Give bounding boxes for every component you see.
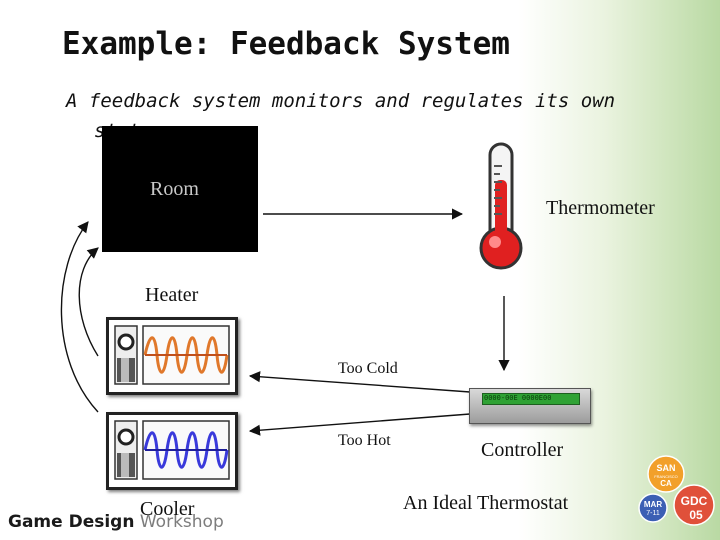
cooler-unit <box>106 412 238 490</box>
controller-screen <box>482 393 580 405</box>
room-label: Room <box>150 178 199 200</box>
badge-year: 05 <box>689 508 703 522</box>
badge-city-line3: CA <box>660 479 672 488</box>
arrow-controller-to-cooler <box>248 413 471 436</box>
footer-game-design: Game Design <box>8 512 135 532</box>
gdc-badge-icon: SAN FRANCISCO CA MAR 7-11 GDC 05 <box>638 455 715 526</box>
too-hot-label: Too Hot <box>338 432 391 449</box>
diagram-caption: An Ideal Thermostat <box>403 492 569 514</box>
cooler-icon <box>114 420 230 480</box>
arrow-controller-to-heater <box>248 371 471 393</box>
heater-label: Heater <box>145 284 199 306</box>
footer-logo: Game Design Workshop <box>8 512 224 532</box>
footer-workshop: Workshop <box>139 512 224 532</box>
controller-device: 0000-00E 0000E00 <box>469 388 591 424</box>
badge-city-line2: FRANCISCO <box>654 474 678 479</box>
arrow-cooler-to-room <box>60 221 99 413</box>
heater-unit <box>106 317 238 395</box>
controller-screen-text: 0000-00E 0000E00 <box>484 394 552 402</box>
badge-month: MAR <box>644 500 662 509</box>
heater-icon <box>114 325 230 385</box>
badge-city-line1: SAN <box>656 463 675 473</box>
room-box <box>102 126 258 252</box>
thermometer-label: Thermometer <box>546 197 655 219</box>
controller-label: Controller <box>481 439 564 461</box>
badge-gdc: GDC <box>681 494 708 508</box>
subtitle-line-1: A feedback system monitors and regulates… <box>66 90 616 112</box>
arrow-heater-to-room <box>78 247 99 357</box>
badge-days: 7-11 <box>646 510 660 517</box>
slide-title: Example: Feedback System <box>62 26 510 62</box>
cooler-label: Cooler <box>140 498 195 520</box>
thermometer-icon <box>479 142 523 270</box>
too-cold-label: Too Cold <box>338 360 398 377</box>
